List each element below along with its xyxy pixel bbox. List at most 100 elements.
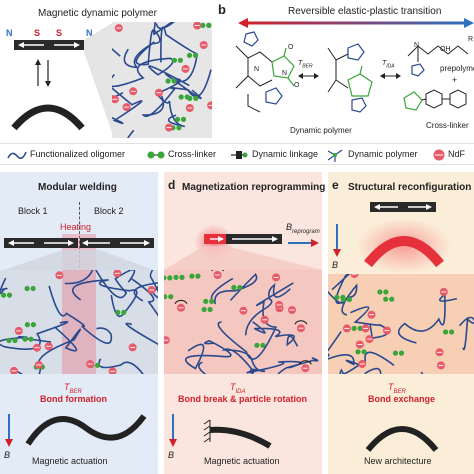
crosslinker-mark: [115, 309, 127, 315]
panel-d-bar-arrows: [210, 236, 278, 242]
panel-a-title: Magnetic dynamic polymer: [38, 8, 157, 19]
crosslinker-mark: [355, 349, 367, 355]
ndfeb-particle: [154, 88, 163, 97]
block-arrows-icon: [8, 240, 150, 246]
polymer-chain: [328, 331, 364, 368]
polymer-chain: [135, 22, 175, 66]
legend-crosslinker: Cross-linker: [168, 149, 217, 159]
panel-e-bond: Bond exchange: [368, 394, 436, 404]
clamped-beam-icon: [203, 419, 272, 449]
crosslinker-mark: [340, 296, 352, 303]
panel-d-temp: TIDA: [230, 382, 246, 395]
ndfeb-particle: [358, 360, 367, 368]
crosslinker-mark: [22, 336, 34, 342]
ndfeb-particle: [55, 271, 64, 280]
ndfeb-particle: [147, 286, 156, 294]
t-ber-arrow: [298, 73, 319, 79]
polymer-chain: [112, 57, 190, 88]
atom-n-1: N: [254, 66, 260, 73]
crosslinker-mark: [6, 337, 18, 344]
legend-bar: Functionalized oligomer Cross-linker Dyn…: [0, 143, 474, 165]
bent-strip-icon: [11, 104, 85, 131]
ndfeb-particle: [439, 287, 448, 296]
ndfeb-particle: [361, 324, 370, 333]
panel-a: Magnetic dynamic polymer N S S N: [0, 0, 218, 140]
ndfeb-particle: [298, 360, 312, 373]
polymer-chain: [331, 274, 358, 316]
polymer-chain: [246, 360, 302, 374]
ndfeb-particle: [435, 348, 444, 357]
polymer-chain: [397, 293, 457, 344]
ndfeb-particle: [44, 342, 53, 351]
transition-arrow: [238, 18, 474, 28]
crosslinker-mark: [383, 296, 395, 302]
ndfeb-particle: [14, 326, 23, 335]
panel-c-temp: TBER: [64, 382, 82, 395]
pole-n-right: N: [86, 28, 93, 38]
ndfeb-particle: [112, 95, 119, 104]
crosslinker-mark: [231, 284, 243, 291]
caption-crosslinker: Cross-linker: [426, 121, 469, 130]
b-reprogram-arrow: [288, 239, 319, 247]
ndfeb-particle: [275, 300, 284, 309]
panel-b: b Reversible elastic-plastic transition: [218, 0, 474, 140]
ndfeb-particle: [165, 123, 173, 132]
polymer-chain: [98, 358, 144, 374]
crosslinker-mark: [186, 52, 199, 58]
panel-d-bond: Bond break & particle rotation: [178, 394, 308, 404]
crosslinker-mark: [173, 274, 185, 280]
ndfeb-particle: [174, 299, 188, 312]
panel-e-b: B: [332, 260, 339, 270]
panel-d-letter: d: [168, 178, 176, 192]
polymer-chain: [133, 270, 158, 302]
crosslinker-mark: [254, 342, 266, 348]
network-d: [164, 270, 322, 374]
atom-n-3: N: [414, 42, 420, 49]
panel-e-title: Structural reconfiguration: [348, 182, 472, 193]
legend-ndfeb: NdF: [448, 149, 466, 159]
pole-s-1: S: [34, 28, 41, 38]
panel-b-letter: b: [218, 2, 226, 17]
panel-e-bar: [370, 202, 436, 212]
crosslinker-mark: [0, 292, 13, 298]
ndfeb-particle: [272, 273, 281, 282]
ndfeb-particle: [193, 22, 202, 30]
network-e: [328, 274, 474, 374]
crosslinker-mark: [24, 285, 36, 292]
polymer-chain: [125, 278, 158, 346]
polymer-chain: [184, 339, 232, 370]
pole-s-2: S: [56, 28, 63, 38]
crosslinker-mark: [189, 273, 201, 279]
panel-d: d Magnetization reprogramming Breprogram…: [164, 172, 326, 474]
atom-n-2: N: [282, 70, 288, 77]
intermediate-structure: [327, 43, 373, 113]
polymer-chain: [141, 69, 212, 117]
panel-c: Modular welding Block 1 Block 2 Heating …: [0, 172, 158, 474]
polymer-chain: [252, 321, 299, 347]
network-c: [0, 270, 158, 374]
crosslinker-mark: [203, 298, 215, 304]
crosslinker-structure: [403, 89, 467, 111]
crosslinker-mark: [174, 116, 187, 122]
block-divider: [79, 202, 80, 268]
zoom-guide-c: [4, 250, 154, 270]
ndfeb-particle: [33, 343, 41, 352]
atom-r: R: [468, 36, 474, 43]
panel-e-temp: TBER: [388, 382, 406, 395]
polymer-chain: [48, 285, 113, 344]
crosslinker-mark: [200, 22, 212, 28]
polymer-chain: [64, 270, 136, 299]
crosslinker-mark: [171, 57, 183, 63]
panel-d-actuation: Magnetic actuation: [204, 456, 280, 466]
panel-d-title: Magnetization reprogramming: [182, 182, 326, 193]
panel-d-b: B: [168, 450, 175, 460]
atom-o-2: O: [294, 82, 300, 89]
ndfeb-particle: [342, 324, 351, 333]
polymer-chain: [339, 351, 395, 374]
ndfeb-particle: [211, 270, 225, 279]
panel-e-letter: e: [332, 178, 339, 192]
crosslinker-icon: [147, 151, 165, 159]
heating-label: Heating: [60, 222, 92, 232]
dynamic-polymer-icon: [327, 149, 343, 162]
crosslinker-mark: [187, 95, 199, 101]
